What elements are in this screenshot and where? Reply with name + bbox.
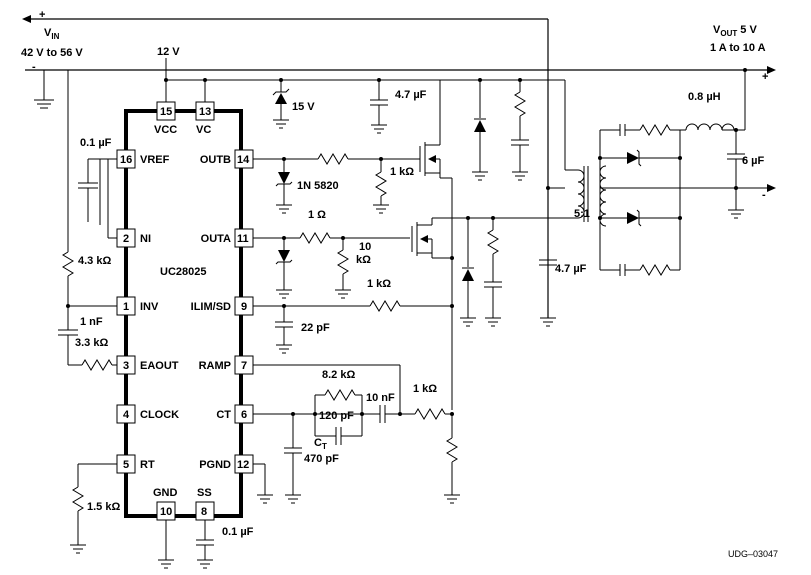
- drawing-id-label: UDG–03047: [728, 549, 778, 559]
- svg-text:10: 10: [160, 506, 172, 518]
- c-120pf-label: 120 pF: [319, 410, 354, 422]
- pin-7-name: RAMP: [199, 360, 231, 372]
- ic-uc28025: UC28025: [124, 109, 243, 518]
- svg-text:14: 14: [237, 154, 250, 166]
- outb-wiring: [253, 140, 453, 410]
- c-out-label: 6 µF: [742, 155, 765, 167]
- pin-1: 1 INV: [116, 296, 159, 316]
- pin-15-name: VCC: [154, 124, 177, 136]
- timing-network: [253, 300, 460, 504]
- vin-minus-label: -: [32, 61, 36, 73]
- iout-range-label: 1 A to 10 A: [710, 42, 766, 54]
- pin-8: 8 SS: [195, 487, 215, 521]
- ic-part-label: UC28025: [160, 266, 206, 278]
- pin-6: 6 CT: [216, 404, 254, 424]
- pin-10-name: GND: [153, 487, 178, 499]
- pin-5: 5 RT: [116, 454, 155, 474]
- ic-pins: 15 VCC 13 VC 16 VREF 2 NI 1 INV 3 EAOUT: [116, 101, 254, 521]
- secondary-rectifiers: [598, 124, 682, 276]
- svg-text:5: 5: [123, 459, 129, 471]
- pin-16-name: VREF: [140, 154, 170, 166]
- svg-text:13: 13: [199, 106, 211, 118]
- pin-12: 12 PGND: [199, 454, 254, 474]
- vout-minus-label: -: [762, 189, 766, 201]
- input-rails: [22, 15, 776, 371]
- labels: VIN 42 V to 56 V + - 12 V VOUT 5 V 1 A t…: [21, 9, 778, 559]
- bulk-cap: [539, 186, 565, 327]
- svg-text:1: 1: [123, 301, 129, 313]
- pin-4-name: CLOCK: [140, 409, 179, 421]
- r-ilim-label: 1 kΩ: [367, 278, 391, 290]
- pin-14-name: OUTB: [200, 154, 231, 166]
- r-10k-label-a: 10: [359, 241, 371, 253]
- svg-text:3: 3: [123, 360, 129, 372]
- svg-text:16: 16: [120, 154, 132, 166]
- pin-12-name: PGND: [199, 459, 231, 471]
- vin-range-label: 42 V to 56 V: [21, 47, 83, 59]
- c-1nf-label: 1 nF: [80, 316, 103, 328]
- svg-text:4: 4: [123, 409, 130, 421]
- r-3k3-label: 3.3 kΩ: [75, 337, 108, 349]
- c-ilim-label: 22 pF: [301, 322, 330, 334]
- inductor-label: 0.8 µH: [688, 91, 721, 103]
- vin-plus-label: +: [39, 9, 45, 21]
- vout-plus-label: +: [762, 71, 768, 83]
- pin-14: 14 OUTB: [200, 149, 254, 169]
- pin-1-name: INV: [140, 301, 159, 313]
- pin-13: 13 VC: [195, 101, 215, 136]
- pin-11: 11 OUTA: [201, 228, 254, 248]
- turns-ratio-label: 5:1: [574, 208, 590, 220]
- outa-wiring: [253, 216, 565, 327]
- c-vcc-label: 4.7 µF: [395, 89, 427, 101]
- pin-7: 7 RAMP: [199, 355, 254, 375]
- pin-10: 10 GND: [153, 487, 178, 521]
- r-gate-b-label: 1 kΩ: [390, 166, 414, 178]
- pin-11-name: OUTA: [201, 233, 231, 245]
- c-ct-label: 470 pF: [304, 453, 339, 465]
- svg-text:9: 9: [241, 301, 247, 313]
- vin-label: VIN: [44, 27, 60, 41]
- pin-16: 16 VREF: [116, 149, 170, 169]
- pin-4: 4 CLOCK: [116, 404, 179, 424]
- vref-wiring: [78, 158, 117, 239]
- pin-3: 3 EAOUT: [116, 355, 179, 375]
- pin-8-name: SS: [197, 487, 212, 499]
- svg-text:6: 6: [241, 409, 247, 421]
- supply-label: 12 V: [157, 46, 180, 58]
- vout-label: VOUT 5 V: [713, 24, 757, 38]
- svg-text:12: 12: [237, 459, 249, 471]
- output-filter: [680, 68, 776, 219]
- diode-1n5820-label: 1N 5820: [297, 180, 339, 192]
- pin-9-name: ILIM/SD: [191, 301, 231, 313]
- svg-text:15: 15: [160, 106, 172, 118]
- ct-label: CT: [314, 437, 327, 451]
- c-10nf-label: 10 nF: [366, 392, 395, 404]
- r-rt-label: 1.5 kΩ: [87, 501, 120, 513]
- c-vref-label: 0.1 µF: [80, 137, 112, 149]
- pin-13-name: VC: [196, 124, 211, 136]
- pin-2: 2 NI: [116, 228, 151, 248]
- r-ramp-label: 1 kΩ: [413, 383, 437, 395]
- zener-label: 15 V: [292, 101, 315, 113]
- svg-text:2: 2: [123, 233, 129, 245]
- pin-3-name: EAOUT: [140, 360, 179, 372]
- pin-2-name: NI: [140, 233, 151, 245]
- svg-text:7: 7: [241, 360, 247, 372]
- supply-wiring: [164, 58, 566, 181]
- r-feedback-label: 4.3 kΩ: [78, 255, 111, 267]
- r-1ohm-label: 1 Ω: [308, 209, 326, 221]
- c-bulk-label: 4.7 µF: [555, 263, 587, 275]
- svg-text:8: 8: [201, 506, 207, 518]
- r-8k2-label: 8.2 kΩ: [322, 369, 355, 381]
- pin-9: 9 ILIM/SD: [191, 296, 254, 316]
- r-10k-label-b: kΩ: [356, 254, 371, 266]
- svg-text:11: 11: [237, 233, 249, 245]
- pin-6-name: CT: [216, 409, 231, 421]
- pin-5-name: RT: [140, 459, 155, 471]
- c-ss-label: 0.1 µF: [222, 526, 254, 538]
- bottom-network: [70, 463, 214, 569]
- pin-15: 15 VCC: [154, 101, 177, 136]
